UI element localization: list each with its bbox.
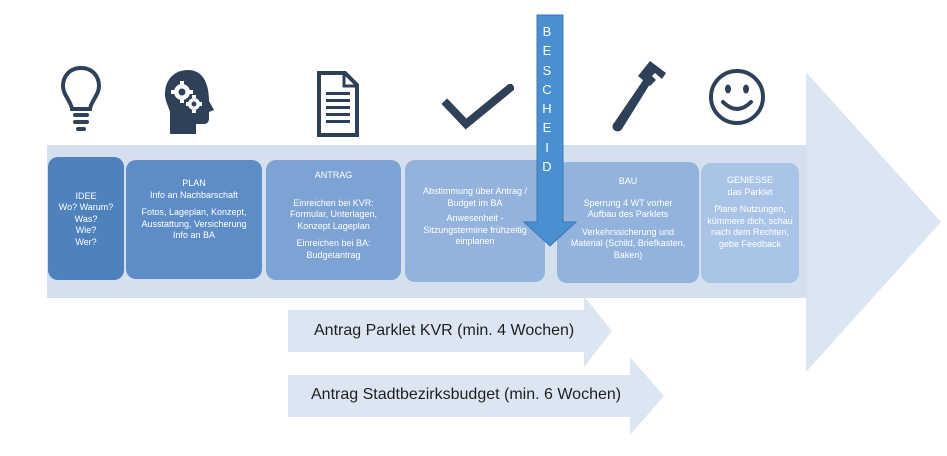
idee-line: Was? <box>74 213 98 224</box>
geniesse-title: GENIESSE das Parklet <box>726 175 773 197</box>
antrag-title: ANTRAG <box>314 170 353 180</box>
plan-title: PLAN <box>182 178 206 188</box>
geniesse-text: Plane Nutzungen, kümmere dich, schau nac… <box>707 204 793 249</box>
bescheid-letter: B <box>542 24 552 39</box>
budget-timeline-label: Antrag Stadtbezirksbudget (min. 6 Wochen… <box>311 386 622 403</box>
idee-title: IDEE <box>75 190 97 201</box>
bescheid-letter: I <box>545 139 549 155</box>
hammer-icon <box>612 61 666 132</box>
budget-timeline-arrow <box>288 357 664 435</box>
bau-text: Sperrung 4 WT vorher Aufbau des Parklets <box>583 197 673 220</box>
bescheid-letter: S <box>542 62 552 78</box>
antrag-text: Einreichen bei BA: Budgetantrag <box>296 238 371 260</box>
step-bau: BAU Sperrung 4 WT vorher Aufbau des Park… <box>557 162 699 283</box>
bescheid-letter: H <box>542 101 552 117</box>
checkmark-icon <box>442 84 514 130</box>
bescheid-letter: C <box>542 81 552 97</box>
idee-line: Wie? <box>75 225 97 236</box>
abstimmung-text: Abstimmung über Antrag / Budget im BA <box>422 186 528 208</box>
bescheid-label: B E S C H E I D <box>532 22 562 176</box>
step-plan: PLAN Info an Nachbarschaft Fotos, Lagepl… <box>126 160 262 279</box>
antrag-text: Einreichen bei KVR: Formular, Unterlagen… <box>289 197 378 231</box>
idee-line: Wer? <box>75 236 97 247</box>
bescheid-letter: E <box>542 43 552 59</box>
bau-text: Verkehrssicherung und Material (Schild, … <box>570 226 686 260</box>
kvr-timeline-label: Antrag Parklet KVR (min. 4 Wochen) <box>314 322 575 339</box>
plan-text: Info an BA <box>172 230 216 240</box>
bescheid-letter: E <box>542 120 552 136</box>
step-geniesse: GENIESSE das Parklet Plane Nutzungen, kü… <box>701 163 799 283</box>
idee-line: Wo? Warum? <box>58 202 114 213</box>
step-antrag: ANTRAG Einreichen bei KVR: Formular, Unt… <box>266 160 401 280</box>
head-gears-icon <box>165 70 214 134</box>
smiley-icon <box>709 69 765 125</box>
kvr-timeline-arrow <box>288 296 612 367</box>
document-icon <box>317 71 359 137</box>
bescheid-letter: D <box>542 159 552 175</box>
plan-text: Fotos, Lageplan, Konzept, Ausstattung, V… <box>141 207 247 229</box>
bau-title: BAU <box>618 176 638 186</box>
step-idee: IDEE Wo? Warum? Was? Wie? Wer? <box>48 157 124 280</box>
lightbulb-icon <box>60 65 102 131</box>
step-abstimmung: Abstimmung über Antrag / Budget im BA An… <box>405 160 545 282</box>
plan-text: Info an Nachbarschaft <box>149 189 239 200</box>
abstimmung-text: Anwesenheit - Sitzungstermine frühzeitig… <box>423 213 527 246</box>
